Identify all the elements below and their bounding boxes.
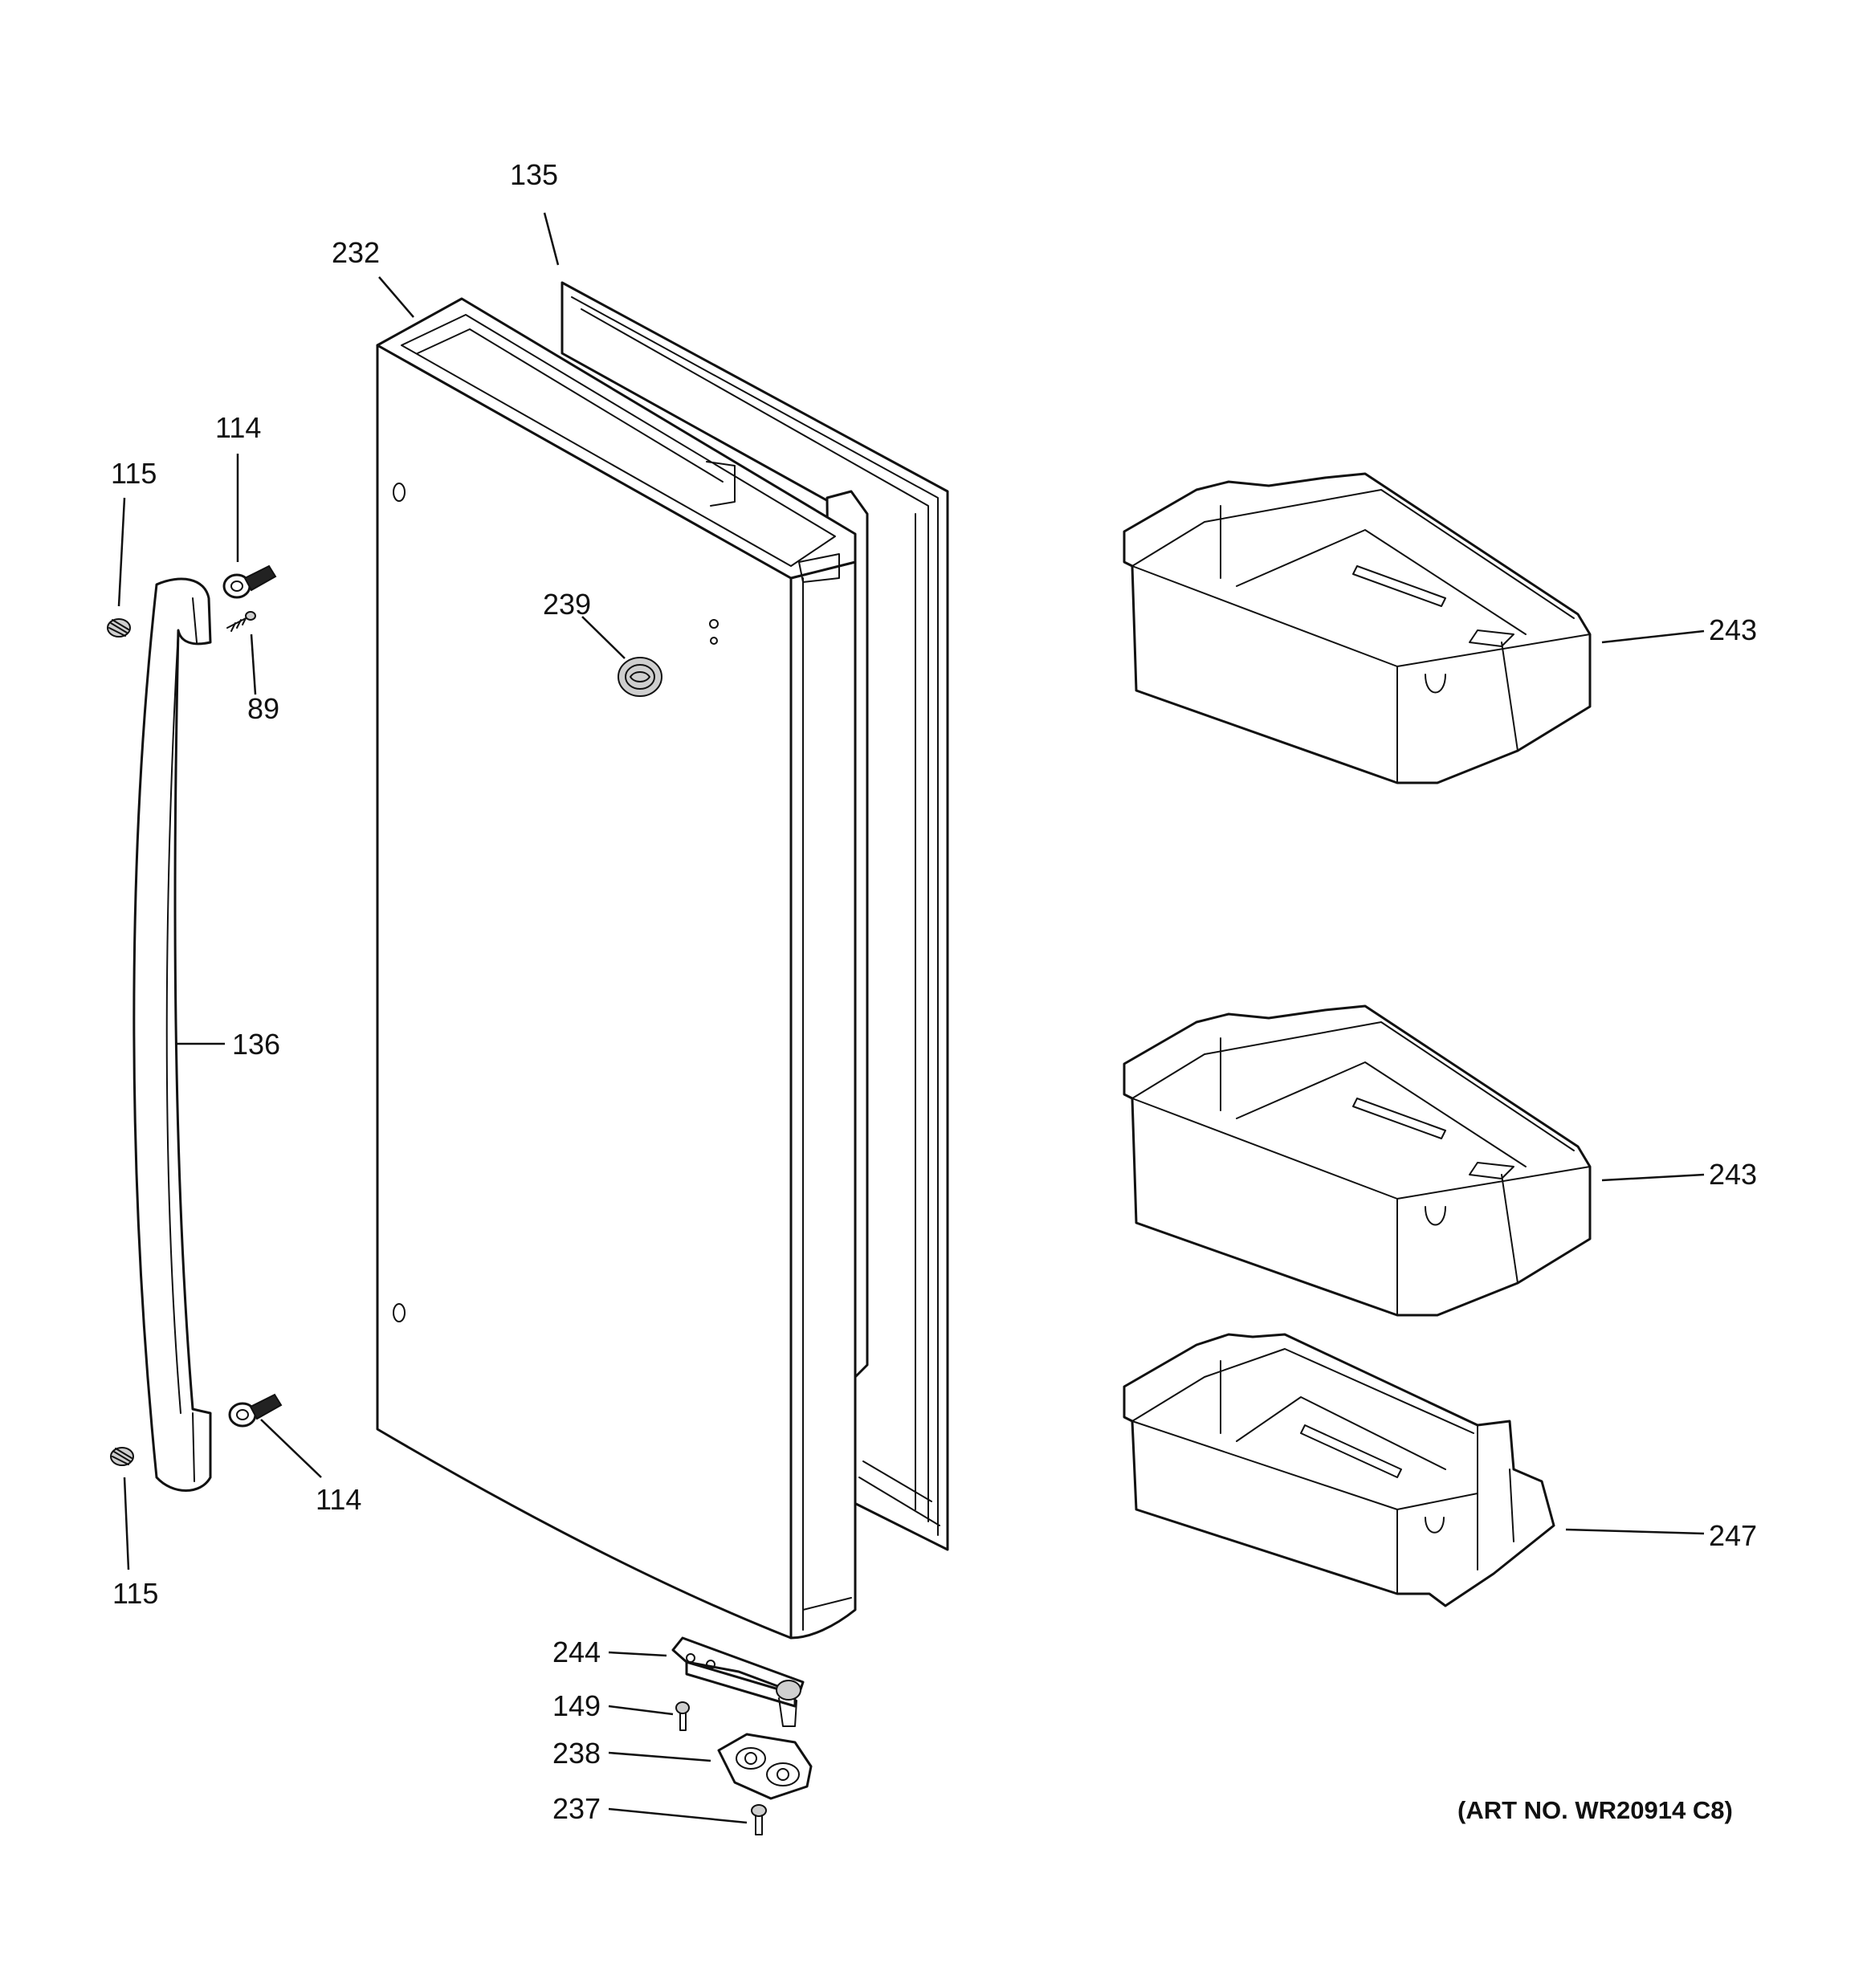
callout-243-middle: 243 (1709, 1158, 1757, 1191)
callout-247: 247 (1709, 1519, 1757, 1552)
mounting-stud-top (222, 564, 277, 599)
callout-237: 237 (552, 1792, 601, 1825)
door-handle (132, 577, 212, 1492)
mounting-stud-bottom (228, 1393, 283, 1428)
callout-115-bottom: 115 (112, 1577, 158, 1610)
set-screw-top (107, 618, 131, 638)
callout-136: 136 (232, 1028, 280, 1061)
leader-lines (117, 212, 1705, 1824)
hinge-plate (717, 1733, 813, 1800)
callout-239: 239 (543, 588, 591, 621)
callout-232: 232 (332, 236, 380, 269)
callout-244: 244 (552, 1636, 601, 1668)
callout-238: 238 (552, 1737, 601, 1770)
callout-243-upper: 243 (1709, 613, 1757, 646)
callout-89: 89 (247, 692, 279, 725)
hinge-bracket (671, 1636, 805, 1727)
set-screw-bottom (110, 1447, 134, 1466)
art-number: (ART NO. WR20914 C8) (1457, 1796, 1733, 1824)
callout-114-top: 114 (215, 411, 261, 444)
callout-115-top: 115 (111, 457, 157, 490)
hinge-screw (675, 1701, 690, 1731)
screw (226, 611, 256, 632)
logo-badge (618, 657, 662, 697)
callout-149: 149 (552, 1689, 601, 1722)
callout-labels: 232 135 114 115 89 239 136 114 115 243 2… (111, 158, 1757, 1825)
callout-135: 135 (510, 158, 558, 191)
door-bin-lower (1123, 1333, 1555, 1607)
callout-114-bottom: 114 (316, 1483, 361, 1516)
refrigerator-door (376, 297, 857, 1640)
hinge-bolt (751, 1804, 767, 1835)
door-bin-middle (1123, 1004, 1592, 1317)
door-bin-upper (1123, 472, 1592, 784)
